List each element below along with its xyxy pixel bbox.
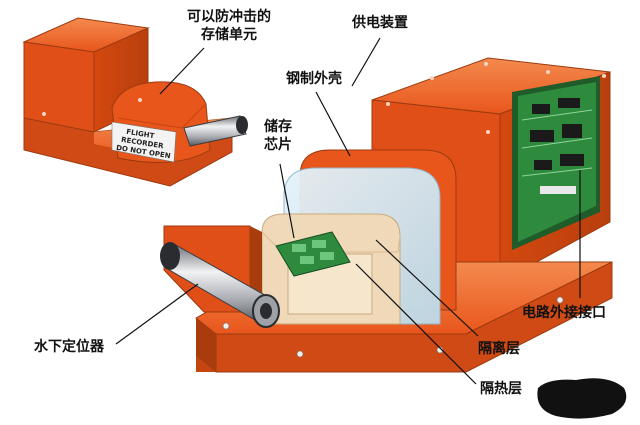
- leader-lines: [115, 37, 581, 385]
- leader-steel-shell: [315, 91, 351, 157]
- steel-shell: [261, 149, 457, 325]
- leader-power-supply: [351, 37, 381, 87]
- leader-underwater-locator: [115, 283, 199, 345]
- label-steel-shell: 钢制外壳: [286, 71, 342, 87]
- storage-unit: [22, 17, 248, 187]
- circuit-board: [518, 82, 596, 242]
- label-power-supply: 供电装置: [352, 15, 408, 31]
- label-memory-chip-line2: 芯片: [264, 137, 292, 153]
- label-insulation-layer: 隔热层: [480, 381, 522, 397]
- label-storage-unit-line1: 可以防冲击的: [187, 9, 271, 25]
- label-storage-unit-line2: 存储单元: [201, 27, 257, 43]
- label-memory-chip: 储存 芯片: [258, 118, 298, 154]
- leader-memory-chip: [279, 163, 295, 239]
- memory-chip: [275, 231, 351, 277]
- leader-isolation-layer: [375, 239, 479, 337]
- label-storage-unit: 可以防冲击的 存储单元: [170, 8, 288, 44]
- label-memory-chip-line1: 储存: [264, 119, 292, 135]
- label-underwater-locator: 水下定位器: [34, 339, 104, 355]
- redaction-mark: [537, 378, 627, 419]
- label-circuit-interface: 电路外接接口: [522, 305, 606, 321]
- label-isolation-layer: 隔离层: [478, 341, 520, 357]
- leader-insulation-layer: [355, 263, 477, 385]
- leader-storage-unit: [159, 47, 205, 95]
- underwater-locator: [160, 242, 280, 328]
